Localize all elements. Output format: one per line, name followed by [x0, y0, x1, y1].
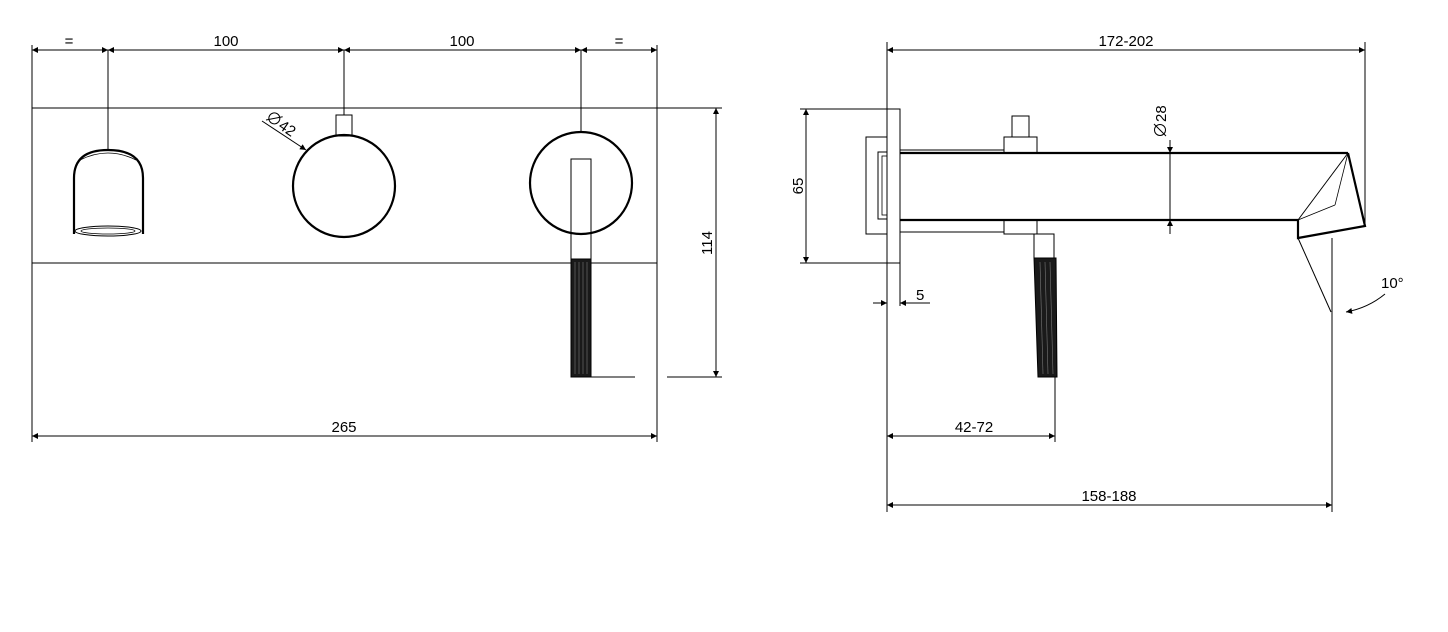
- side-wall-plate: [886, 108, 901, 264]
- dim-total-length: 172-202: [1098, 33, 1153, 50]
- dim-plate-height: 65: [790, 178, 807, 195]
- front-diverter-knob: [291, 50, 397, 239]
- side-view: 172-202 28 65 5 10° 42-72 158-188: [790, 33, 1404, 512]
- dim-plate-thickness: 5: [916, 287, 924, 304]
- dim-diameter-front: 42: [265, 112, 299, 140]
- dim-height: 114: [699, 231, 716, 255]
- leader-diameter-42: [261, 120, 307, 151]
- front-view: = 100 100 = 42 114 265: [31, 33, 722, 442]
- dim-left-equal: =: [65, 33, 74, 50]
- dim-diameter-side: 28: [1153, 105, 1170, 137]
- side-spout: [900, 151, 1367, 240]
- side-lever: [1033, 233, 1058, 442]
- dim-spacing-1: 100: [213, 33, 238, 50]
- front-spout: [72, 50, 145, 237]
- dim-spout-diameter: 28: [1153, 105, 1170, 122]
- dim-angle: 10°: [1381, 275, 1404, 292]
- dim-spout-length: 158-188: [1081, 488, 1136, 505]
- dim-width: 265: [331, 419, 356, 436]
- dim-handle-offset: 42-72: [955, 419, 993, 436]
- dim-diameter-value: 42: [275, 117, 298, 140]
- dim-right-equal: =: [615, 33, 624, 50]
- front-mixer-lever: [528, 50, 635, 378]
- side-top-knob: [1003, 115, 1038, 235]
- front-cover-plate: [31, 107, 658, 264]
- dim-spacing-2: 100: [449, 33, 474, 50]
- dim-arc-angle: [1345, 293, 1386, 314]
